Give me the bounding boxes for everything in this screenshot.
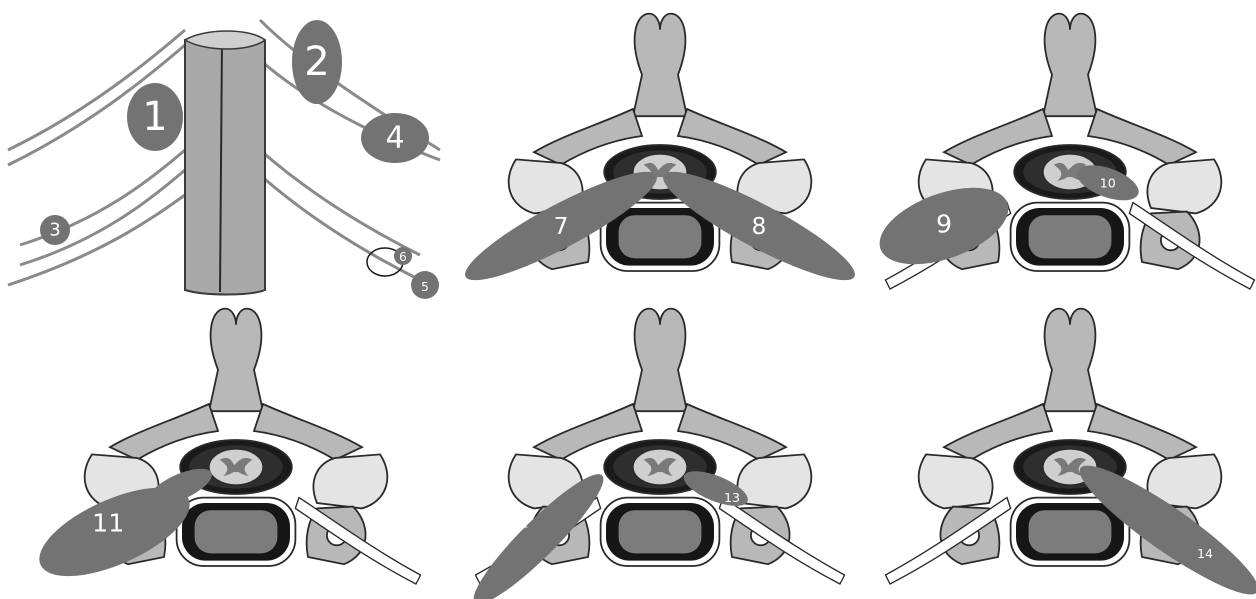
label-11: 11	[92, 508, 124, 537]
panel-axial-lesion-11: 11	[27, 309, 420, 595]
label-2: 2	[304, 39, 329, 85]
panel-axial-lesions-9-10: 9 10	[869, 14, 1254, 289]
label-13: 13	[724, 490, 740, 505]
marker-5: 5	[411, 271, 439, 299]
marker-1: 1	[127, 83, 183, 151]
label-3: 3	[49, 220, 60, 241]
panel-spinal-cord-posterior: 1 2 3 4 5 6	[0, 0, 440, 299]
label-10: 10	[1100, 175, 1116, 190]
spinal-cord	[185, 36, 265, 295]
label-6: 6	[399, 250, 407, 264]
label-14: 14	[1197, 546, 1213, 561]
panel-axial-lesions-7-8: 7 8	[456, 14, 865, 296]
marker-3: 3	[40, 215, 70, 245]
label-8: 8	[752, 212, 767, 240]
label-9: 9	[936, 210, 952, 239]
panel-axial-lesion-14: 14	[886, 309, 1256, 599]
label-4: 4	[385, 121, 404, 156]
label-1: 1	[142, 94, 167, 140]
label-7: 7	[554, 212, 569, 240]
panel-axial-lesions-12-13: 12 13	[462, 309, 844, 599]
label-5: 5	[421, 280, 429, 294]
label-12: 12	[512, 515, 528, 530]
marker-4: 4	[361, 113, 429, 163]
marker-2: 2	[292, 20, 342, 104]
